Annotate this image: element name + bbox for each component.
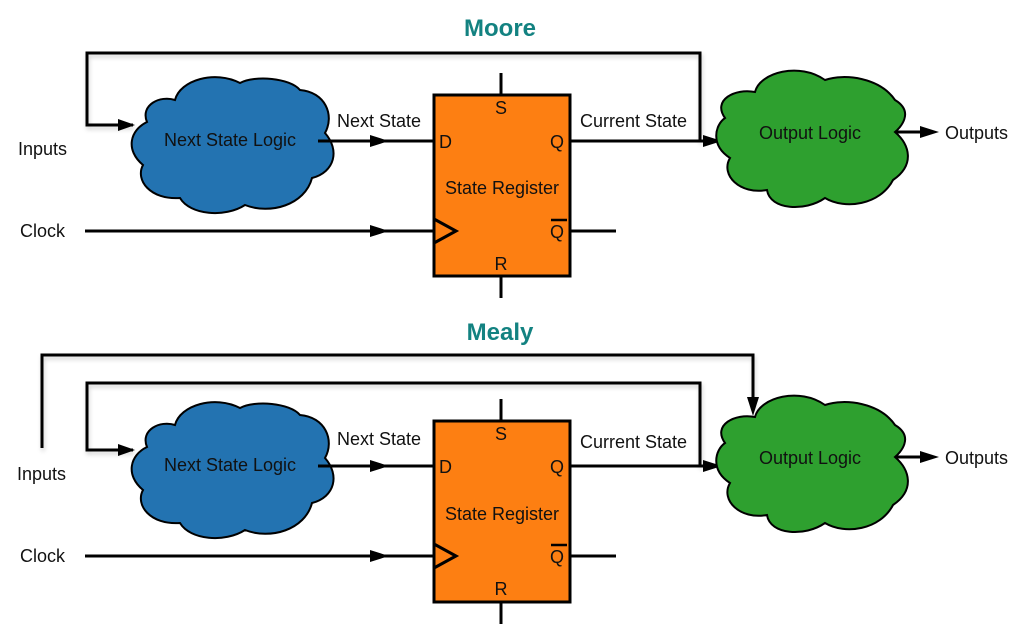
moore-next-state-label: Next State (337, 111, 421, 131)
moore-outputs-arrowhead (920, 126, 939, 138)
mealy-clock-label: Clock (20, 546, 66, 566)
moore-outputs-label: Outputs (945, 123, 1008, 143)
mealy-state-register: S D Q State Register Q R (432, 399, 616, 624)
mealy-next-state-logic-cloud: Next State Logic (130, 401, 335, 540)
moore-next-state-arrowhead (370, 135, 389, 147)
mealy-current-state-label: Current State (580, 432, 687, 452)
moore-clock-label: Clock (20, 221, 66, 241)
mealy-pin-qbar: Q (550, 547, 564, 567)
moore-inputs-label: Inputs (18, 139, 67, 159)
mealy-clock-triangle-icon (433, 542, 460, 570)
moore-register-box (432, 93, 572, 278)
moore-clock-arrowhead (370, 225, 389, 237)
mealy-title: Mealy (467, 319, 534, 346)
moore-output-logic-label: Output Logic (759, 123, 861, 143)
mealy-current-state-arrowhead (703, 460, 722, 472)
moore-pin-s: S (495, 98, 507, 118)
mealy-next-state-label: Next State (337, 429, 421, 449)
mealy-pin-r: R (495, 579, 508, 599)
moore-title: Moore (464, 15, 536, 42)
mealy-next-state-logic-label: Next State Logic (164, 455, 296, 475)
mealy-register-box (432, 419, 572, 604)
mealy-inputs-to-output-wire (40, 353, 755, 448)
mealy-next-state-arrowhead (370, 460, 389, 472)
mealy-pin-d: D (439, 457, 452, 477)
moore-pin-d: D (439, 132, 452, 152)
mealy-output-logic-cloud: Output Logic (715, 394, 909, 534)
moore-current-state-arrowhead (703, 135, 722, 147)
moore-clock-triangle-icon (433, 217, 460, 245)
mealy-inputs-label: Inputs (17, 464, 66, 484)
moore-next-state-logic-cloud: Next State Logic (130, 76, 335, 215)
moore-state-feedback-wire (85, 51, 702, 141)
mealy-register-name: State Register (445, 504, 559, 524)
moore-next-state-logic-label: Next State Logic (164, 130, 296, 150)
mealy-feedback-arrowhead (118, 444, 135, 456)
mealy-outputs-arrowhead (920, 451, 939, 463)
moore-pin-qbar: Q (550, 222, 564, 242)
mealy-inputs-to-output-arrowhead (747, 397, 759, 416)
mealy-pin-s: S (495, 424, 507, 444)
moore-diagram: Moore Inputs Next State Logic Next State… (18, 15, 1008, 298)
moore-state-register: S D Q State Register Q R (432, 73, 616, 298)
mealy-diagram: Mealy Inputs Next State Logic Next State… (17, 319, 1008, 624)
moore-current-state-label: Current State (580, 111, 687, 131)
mealy-state-feedback-wire (85, 381, 702, 466)
mealy-clock-arrowhead (370, 550, 389, 562)
mealy-output-logic-label: Output Logic (759, 448, 861, 468)
moore-output-logic-cloud: Output Logic (715, 69, 909, 209)
moore-pin-q: Q (550, 132, 564, 152)
mealy-pin-q: Q (550, 457, 564, 477)
moore-pin-r: R (495, 254, 508, 274)
moore-register-name: State Register (445, 178, 559, 198)
mealy-outputs-label: Outputs (945, 448, 1008, 468)
moore-feedback-arrowhead (118, 119, 135, 131)
